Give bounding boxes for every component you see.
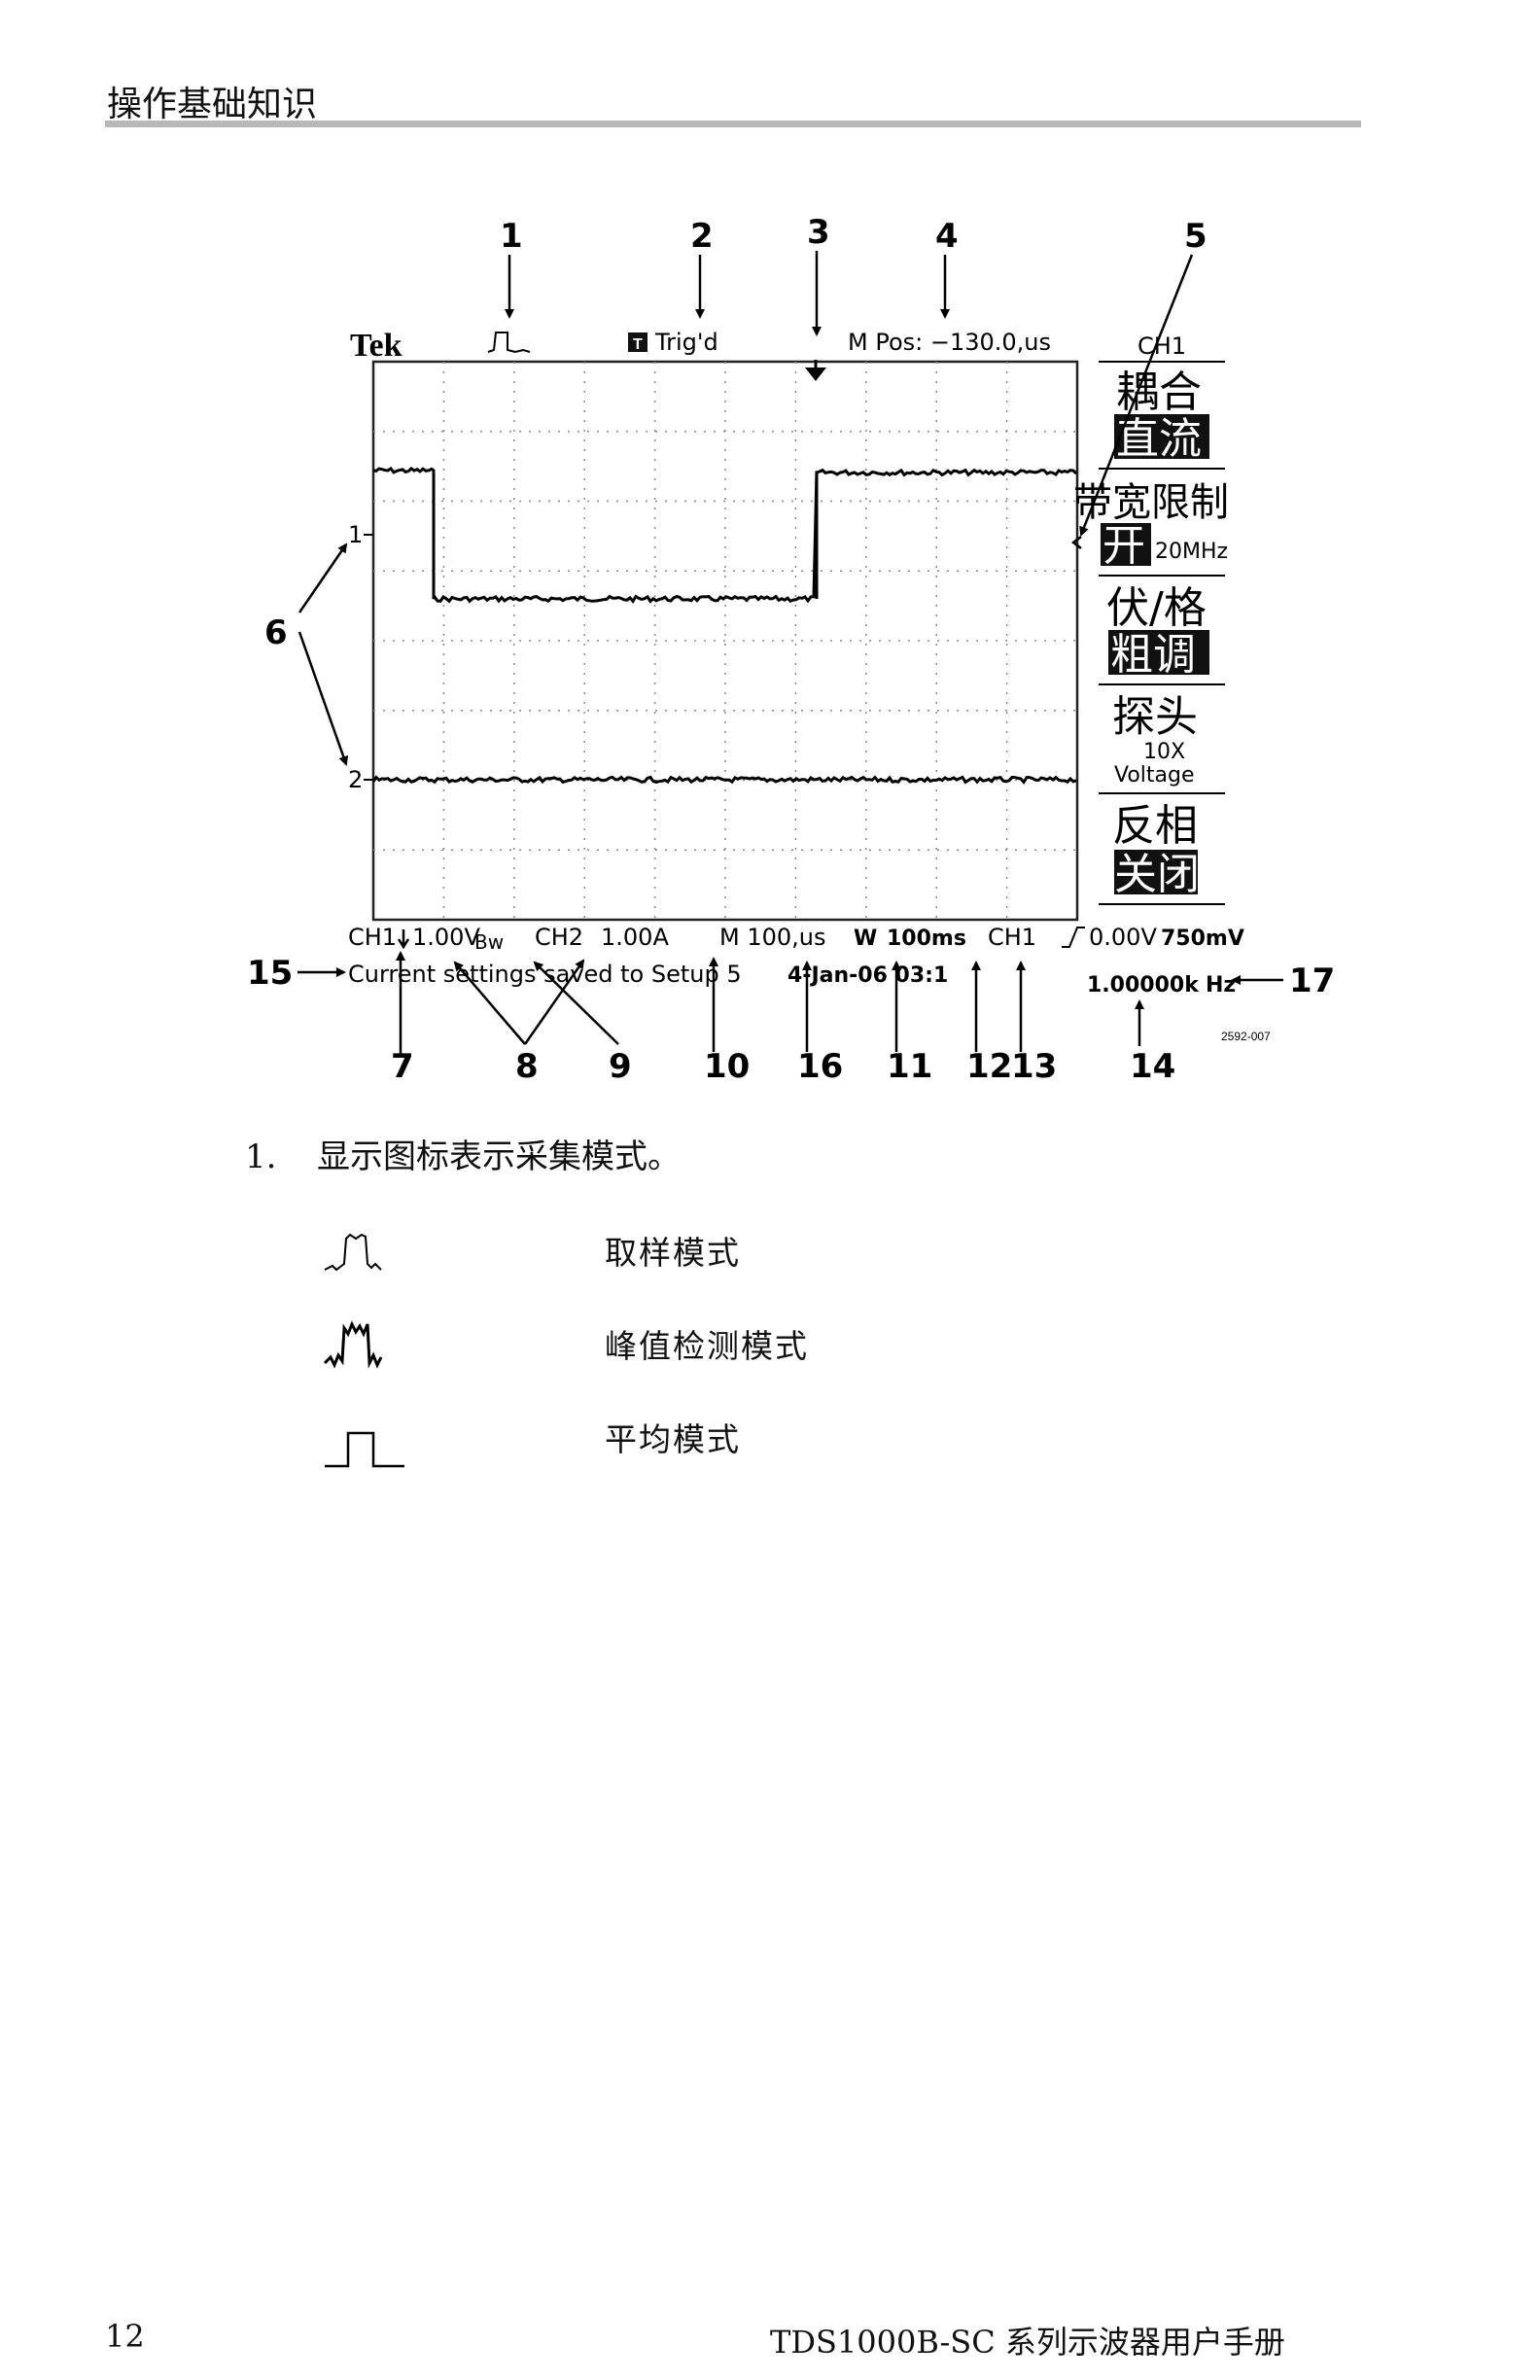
menu-item-probe-value2: Voltage [1114, 763, 1195, 788]
status-trigger-level: 0.00V [1089, 924, 1157, 951]
trigger-position-marker-icon [805, 368, 826, 381]
horizontal-position-readout: M Pos: −130.0,us [848, 329, 1051, 356]
callout-12: 12 [966, 1047, 1012, 1086]
menu-item-probe-value: 10X [1143, 740, 1185, 764]
description-number: 1. [245, 1138, 277, 1176]
status-ch2-scale: 1.00A [601, 924, 669, 951]
status-message: Current settings saved to Setup 5 [348, 961, 742, 988]
menu-item-bw-limit-title[interactable]: 带宽限制 [1073, 480, 1229, 525]
menu-item-volts-div-title[interactable]: 伏/格 [1106, 583, 1207, 633]
menu-channel-title: CH1 [1138, 332, 1186, 360]
status-window-value: 100ms [887, 927, 966, 951]
menu-item-coupling-value[interactable]: 直流 [1116, 414, 1202, 464]
sample-mode-icon [324, 1233, 382, 1272]
ch1-coupling-dc-icon [397, 929, 410, 950]
status-window-label: W [854, 927, 877, 951]
acquisition-mode-indicator-icon [487, 332, 531, 353]
page-header-title: 操作基础知识 [107, 85, 318, 124]
tek-brand: Tek [350, 328, 402, 364]
status-timebase: M 100,us [719, 924, 826, 951]
mode-label-sample: 取样模式 [605, 1234, 741, 1272]
menu-item-bw-limit-extra: 20MHz [1155, 540, 1228, 564]
ch2-waveform [371, 775, 1077, 786]
menu-item-coupling-value-bg [1114, 414, 1209, 459]
callout-7: 7 [391, 1047, 414, 1086]
page-number: 12 [105, 2318, 145, 2355]
ch1-waveform [372, 466, 1078, 604]
menu-item-volts-div-value-bg [1108, 630, 1209, 675]
callout-14: 14 [1130, 1047, 1175, 1086]
mode-label-peak-detect: 峰值检测模式 [605, 1327, 809, 1365]
menu-item-bw-limit-value-bg [1101, 523, 1151, 566]
status-frequency-unit: Hz [1206, 973, 1236, 998]
callout-1: 1 [500, 217, 523, 256]
callout-10: 10 [704, 1047, 750, 1086]
status-ch1-label: CH1 [348, 924, 397, 951]
ch1-ground-marker: 1 [348, 521, 363, 548]
callout-11: 11 [887, 1047, 932, 1086]
trigger-status-icon [628, 332, 648, 352]
header-divider [105, 121, 1361, 127]
trigger-status-icon-letter: T [633, 336, 643, 353]
callout-13: 13 [1011, 1047, 1057, 1086]
callout-9: 9 [609, 1047, 632, 1086]
menu-item-volts-div-value[interactable]: 粗调 [1110, 630, 1196, 680]
ch2-ground-marker: 2 [348, 766, 363, 793]
trigger-status-text: Trig'd [654, 329, 718, 356]
oscilloscope-screen-figure: Tek T Trig'd M Pos: −130.0,us 1 2 CH1 耦合… [247, 214, 1335, 1086]
callout-6: 6 [264, 613, 288, 652]
menu-item-invert-title[interactable]: 反相 [1112, 801, 1198, 851]
callout-4: 4 [935, 217, 959, 256]
callout-3: 3 [807, 214, 830, 252]
status-ch2-label: CH2 [535, 924, 583, 951]
status-ch1-scale: 1.00V [412, 924, 480, 951]
menu-item-coupling-title[interactable]: 耦合 [1116, 368, 1202, 417]
menu-item-probe-title[interactable]: 探头 [1112, 692, 1198, 742]
channel-menu: CH1 耦合 直流 带宽限制 开 20MHz 伏/格 粗调 探头 10X Vol… [1073, 332, 1229, 905]
menu-item-invert-value[interactable]: 关闭 [1114, 850, 1200, 899]
callout-5: 5 [1184, 217, 1208, 256]
trigger-level-marker-icon [1070, 536, 1082, 549]
figure-code: 2592-007 [1221, 1030, 1271, 1043]
status-frequency: 1.00000k [1087, 973, 1200, 998]
callout-numbers: 1 2 3 4 5 6 7 8 9 10 16 11 12 13 14 15 1… [247, 214, 1335, 1086]
status-bw-limit-indicator: Bw [474, 930, 504, 954]
status-date: 4-Jan-06 03:1 [788, 963, 948, 988]
footer-manual-title: TDS1000B-SC 系列示波器用户手册 [770, 2324, 1285, 2361]
status-trigger-extra: 750mV [1161, 927, 1244, 951]
description-item-1: 1. 显示图标表示采集模式。 [245, 1130, 681, 1177]
average-mode-icon [325, 1431, 404, 1468]
callout-17: 17 [1289, 962, 1335, 1000]
status-trigger-source: CH1 [988, 924, 1036, 951]
menu-item-bw-limit-value[interactable]: 开 [1102, 521, 1145, 571]
trigger-slope-rising-icon [1062, 927, 1085, 948]
mode-label-average: 平均模式 [605, 1420, 741, 1458]
callout-2: 2 [690, 217, 714, 256]
peak-detect-mode-icon [323, 1320, 383, 1369]
callout-arrows [298, 251, 1283, 1054]
callout-15: 15 [247, 954, 293, 993]
description-text: 显示图标表示采集模式。 [317, 1138, 681, 1176]
callout-16: 16 [797, 1047, 843, 1086]
graticule-grid [373, 362, 1077, 920]
menu-item-invert-value-bg [1114, 850, 1198, 894]
callout-8: 8 [515, 1047, 539, 1086]
